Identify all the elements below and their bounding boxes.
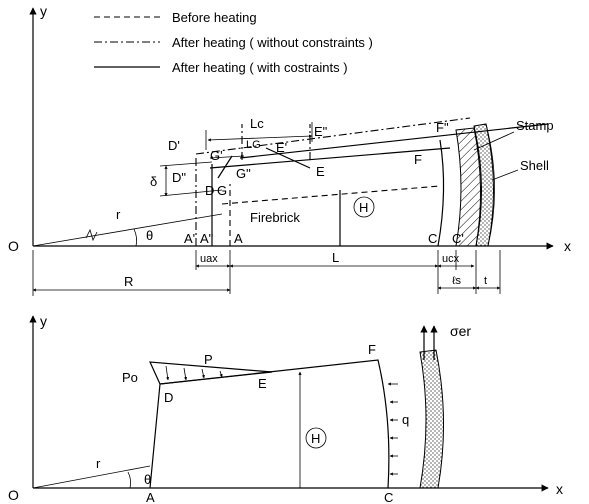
top-A-prime-label: A' bbox=[184, 231, 195, 246]
top-profile-before bbox=[221, 185, 441, 205]
top-radius-line bbox=[32, 213, 223, 247]
legend-after-constrained-label: After heating ( with costraints ) bbox=[172, 60, 348, 75]
bottom-r-label: r bbox=[96, 456, 101, 471]
top-C-curve bbox=[437, 139, 445, 247]
top-stamp-leader bbox=[473, 131, 515, 151]
top-L-label: L bbox=[332, 250, 339, 265]
top-LG-label: LG bbox=[246, 139, 261, 151]
bottom-firebrick-body bbox=[149, 359, 390, 489]
bottom-H-circle bbox=[305, 427, 327, 449]
top-y-axis-label: y bbox=[40, 3, 47, 19]
top-profile-constrained-upper bbox=[239, 123, 549, 159]
top-shell-right bbox=[485, 123, 495, 247]
bottom-shell-dotted bbox=[419, 349, 444, 489]
bottom-Po-label: Po bbox=[122, 370, 138, 385]
top-G-label: G bbox=[217, 183, 227, 198]
top-t-label: t bbox=[484, 275, 487, 287]
bottom-origin-label: O bbox=[8, 487, 19, 503]
bottom-pressure-triangle bbox=[149, 361, 273, 385]
legend-before-label: Before heating bbox=[172, 10, 257, 25]
top-shell-label: Shell bbox=[520, 158, 549, 173]
top-lead-G bbox=[217, 155, 233, 179]
top-ls-label: ℓs bbox=[452, 275, 462, 287]
bottom-A-label: A bbox=[146, 490, 155, 504]
bottom-pressure-arrow-2 bbox=[183, 367, 188, 381]
top-delta-ext-top bbox=[159, 161, 213, 167]
bottom-y-axis-label: y bbox=[40, 313, 47, 329]
top-R-label: R bbox=[124, 274, 133, 289]
top-firebrick-label: Firebrick bbox=[250, 210, 300, 225]
top-E-prime-label: E' bbox=[276, 140, 287, 155]
top-x-axis-label: x bbox=[564, 238, 571, 254]
top-profile-constrained bbox=[209, 147, 451, 169]
top-C-label: C bbox=[428, 231, 437, 246]
top-H-circle bbox=[353, 196, 375, 218]
top-E-label: E bbox=[316, 164, 325, 179]
top-H-label: H bbox=[359, 200, 368, 215]
top-D-prime-label: D' bbox=[168, 138, 180, 153]
bottom-diagram: y x O r θ P Po H q σer bbox=[8, 313, 563, 504]
bottom-radius-line bbox=[32, 465, 151, 489]
top-shell-leader bbox=[491, 169, 519, 181]
top-A-dprime-label: A" bbox=[200, 231, 214, 246]
bottom-x-axis-label: x bbox=[556, 481, 563, 497]
top-Lc-label: Lc bbox=[250, 116, 264, 131]
bottom-q-label: q bbox=[402, 412, 409, 427]
bottom-sigma-label: σer bbox=[450, 323, 471, 339]
legend: Before heating After heating ( without c… bbox=[94, 10, 373, 75]
top-D-label: D bbox=[205, 183, 214, 198]
bottom-theta-label: θ bbox=[144, 472, 151, 487]
top-origin-label: O bbox=[8, 238, 19, 254]
top-stamp-label: Stamp bbox=[516, 118, 554, 133]
top-A-label: A bbox=[234, 231, 243, 246]
bottom-F-label: F bbox=[368, 342, 376, 357]
bottom-pressure-arrow-1 bbox=[165, 365, 170, 381]
top-theta-label: θ bbox=[146, 228, 153, 243]
top-stamp-hatch bbox=[455, 127, 482, 247]
bottom-C-label: C bbox=[384, 490, 393, 504]
top-ucx-label: ucx bbox=[442, 253, 460, 265]
top-G-prime-label: G' bbox=[210, 148, 223, 163]
top-LG-dim bbox=[209, 154, 245, 160]
top-F-label: F bbox=[414, 152, 422, 167]
top-uax-label: uax bbox=[200, 253, 218, 265]
top-Lc-dim bbox=[207, 134, 313, 142]
legend-after-free-label: After heating ( without constraints ) bbox=[172, 35, 373, 50]
bottom-pressure-arrow-4 bbox=[219, 370, 223, 378]
bottom-theta-arc bbox=[127, 471, 132, 489]
top-C-prime-label: C' bbox=[452, 231, 464, 246]
bottom-D-label: D bbox=[164, 390, 173, 405]
top-G-dprime-label: G" bbox=[236, 166, 251, 181]
top-E-dprime-label: E" bbox=[314, 124, 328, 139]
bottom-pressure-arrow-3 bbox=[201, 368, 205, 379]
top-delta-ext-bottom bbox=[159, 189, 223, 197]
top-D-dprime-label: D" bbox=[172, 170, 186, 185]
top-r-label: r bbox=[116, 207, 121, 222]
top-F-dprime-label: F" bbox=[436, 120, 449, 135]
top-diagram: y x O r θ A' A" A D' D" bbox=[8, 3, 571, 296]
top-theta-arc bbox=[133, 228, 138, 247]
bottom-E-label: E bbox=[258, 376, 267, 391]
bottom-H-label: H bbox=[311, 431, 320, 446]
top-delta-label: δ bbox=[150, 174, 157, 189]
top-lead-E-E bbox=[265, 147, 311, 169]
top-profile-free bbox=[195, 117, 471, 155]
bottom-P-label: P bbox=[204, 352, 213, 367]
top-radius-break bbox=[85, 228, 98, 242]
